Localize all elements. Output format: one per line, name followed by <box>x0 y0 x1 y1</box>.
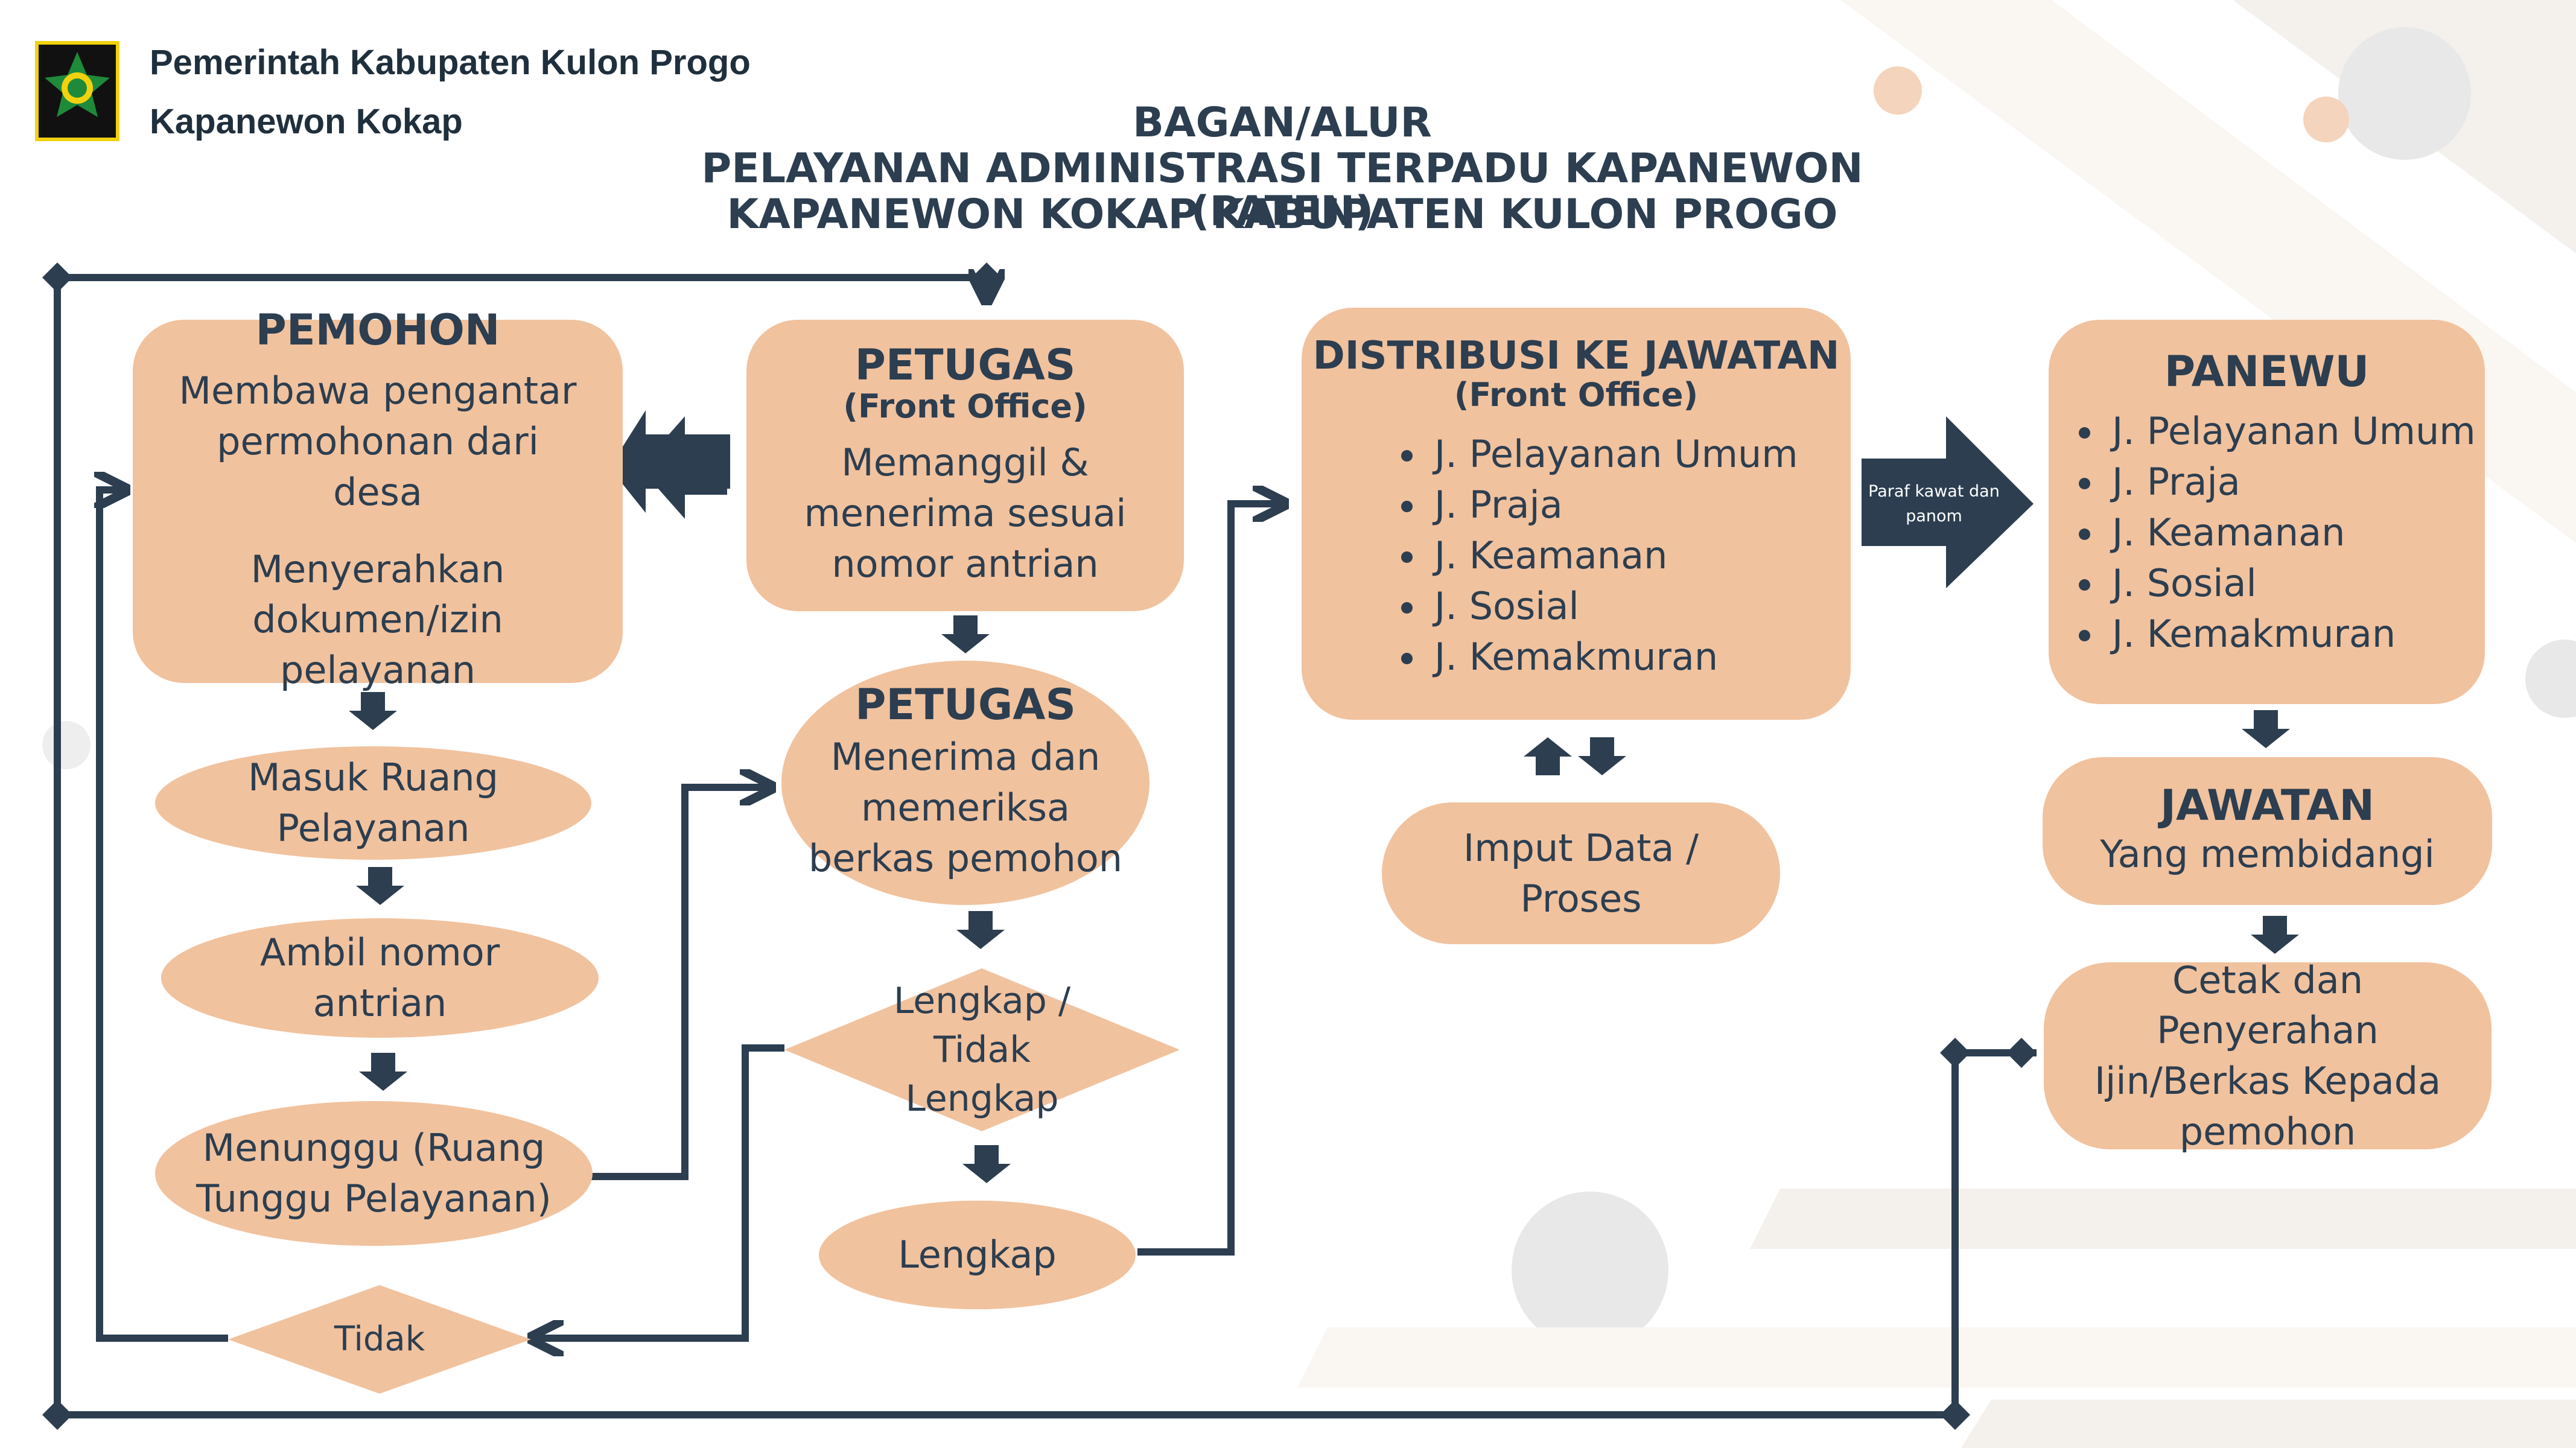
lengkap-tidak-text: Lengkap / Tidak Lengkap <box>893 979 1071 1120</box>
pemohon-text2: Menyerahkan dokumen/izin pelayanan <box>250 547 505 692</box>
distribusi-subtitle: (Front Office) <box>1454 376 1699 414</box>
panewu-item: J. Praja <box>2106 457 2476 507</box>
logo <box>35 41 119 141</box>
main-title-line1: BAGAN/ALUR <box>1133 99 1432 147</box>
distribusi-box: DISTRIBUSI KE JAWATAN (Front Office) J. … <box>1302 308 1851 720</box>
distribusi-title: DISTRIBUSI KE JAWATAN <box>1312 334 1840 378</box>
distribusi-item: J. Sosial <box>1428 581 1798 632</box>
petugas-check-title: PETUGAS <box>855 680 1076 730</box>
main-title-line3: KAPANEWON KOKAP KABUPATEN KULON PROGO <box>727 191 1838 238</box>
panewu-title: PANEWU <box>2164 347 2370 396</box>
pemohon-title: PEMOHON <box>255 305 500 355</box>
masuk-ruang-node: Masuk Ruang Pelayanan <box>155 746 591 860</box>
distribusi-item: J. Pelayanan Umum <box>1428 429 1798 480</box>
panewu-box: PANEWU J. Pelayanan Umum J. Praja J. Kea… <box>2049 320 2485 704</box>
ambil-nomor-text: Ambil nomor antrian <box>259 930 500 1025</box>
header-line2: Kapanewon Kokap <box>150 102 463 141</box>
arrow-label: Paraf kawat dan panom <box>1868 482 2000 526</box>
pemohon-text1: Membawa pengantar permohonan dari desa <box>179 369 577 514</box>
lengkap-text: Lengkap <box>898 1233 1057 1277</box>
main-title-line2: PELAYANAN ADMINISTRASI TERPADU KAPANEWON… <box>701 145 1863 236</box>
petugas-front-subtitle: (Front Office) <box>843 387 1087 425</box>
distribusi-item: J. Praja <box>1428 480 1798 530</box>
petugas-front-title: PETUGAS <box>854 340 1076 390</box>
ambil-nomor-node: Ambil nomor antrian <box>161 918 599 1038</box>
distribusi-item: J. Kemakmuran <box>1428 632 1798 682</box>
menunggu-node: Menunggu (Ruang Tunggu Pelayanan) <box>155 1101 593 1246</box>
jawatan-title: JAWATAN <box>2160 781 2374 831</box>
lengkap-tidak-diamond: Lengkap / Tidak Lengkap <box>784 968 1180 1131</box>
lengkap-node: Lengkap <box>819 1201 1136 1309</box>
panewu-item: J. Kemakmuran <box>2106 609 2476 659</box>
panewu-item: J. Keamanan <box>2106 507 2476 558</box>
panewu-item: J. Pelayanan Umum <box>2106 406 2476 457</box>
tidak-text: Tidak <box>334 1319 425 1359</box>
tidak-diamond: Tidak <box>228 1285 531 1394</box>
jawatan-box: JAWATAN Yang membidangi <box>2043 757 2492 905</box>
jawatan-text: Yang membidangi <box>2100 832 2435 877</box>
petugas-front-text: Memanggil & menerima sesuai nomor antria… <box>804 440 1127 586</box>
cetak-box: Cetak dan Penyerahan Ijin/Berkas Kepada … <box>2044 958 2492 1154</box>
masuk-ruang-text: Masuk Ruang Pelayanan <box>248 755 498 850</box>
petugas-check-text: Menerima dan memeriksa berkas pemohon <box>808 735 1123 880</box>
pemohon-box: PEMOHON Membawa pengantar permohonan dar… <box>133 307 623 692</box>
petugas-check-node: PETUGAS Menerima dan memeriksa berkas pe… <box>781 661 1150 905</box>
input-data-text: Imput Data / Proses <box>1463 825 1699 921</box>
input-data-node: Imput Data / Proses <box>1382 802 1780 944</box>
distribusi-item: J. Keamanan <box>1428 530 1798 581</box>
distribusi-list: J. Pelayanan Umum J. Praja J. Keamanan J… <box>1386 429 1798 682</box>
cetak-text: Cetak dan Penyerahan Ijin/Berkas Kepada … <box>2094 957 2441 1154</box>
panewu-item: J. Sosial <box>2106 558 2476 609</box>
header-line1: Pemerintah Kabupaten Kulon Progo <box>150 43 751 82</box>
panewu-list: J. Pelayanan Umum J. Praja J. Keamanan J… <box>2064 406 2476 659</box>
menunggu-text: Menunggu (Ruang Tunggu Pelayanan) <box>196 1126 552 1221</box>
petugas-front-box: PETUGAS (Front Office) Memanggil & mener… <box>746 320 1184 611</box>
